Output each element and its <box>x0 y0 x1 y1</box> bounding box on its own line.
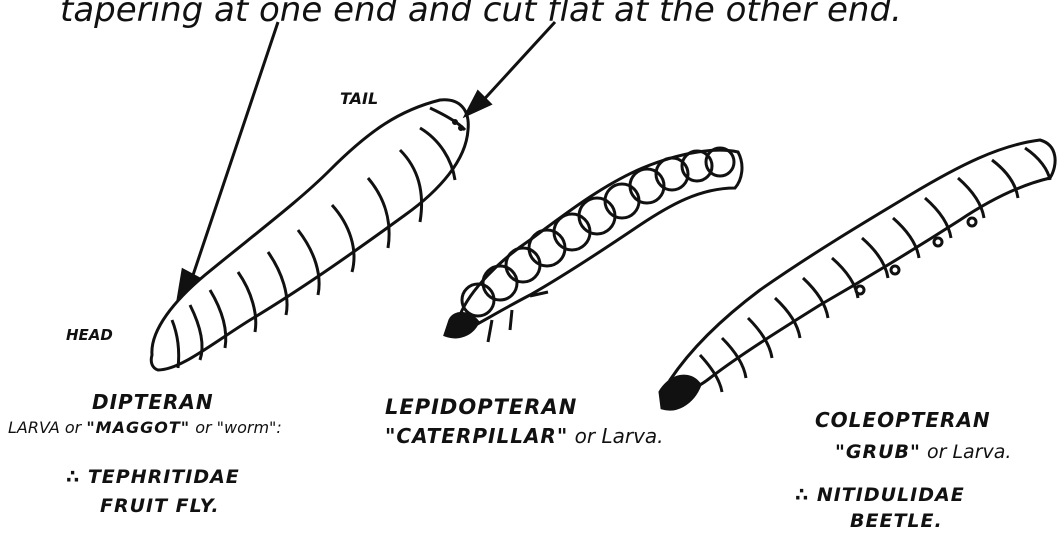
coleopteran-subtitle: "GRUB" or Larva. <box>835 441 1011 463</box>
coleopteran-subtitle-quote: "GRUB" <box>835 441 921 463</box>
coleopteran-subtitle-suffix: or Larva. <box>927 441 1011 463</box>
arrow-icon <box>178 22 278 300</box>
coleopteran-example-line1: ∴ NITIDULIDAE <box>795 484 965 506</box>
lepidopteran-subtitle-quote: "CATERPILLAR" <box>385 424 568 448</box>
dipteran-subtitle-prefix: LARVA or <box>8 418 81 437</box>
grub-drawing <box>660 140 1055 409</box>
head-label: HEAD <box>66 326 113 344</box>
caterpillar-drawing <box>445 148 742 342</box>
maggot-drawing <box>151 100 468 370</box>
dipteran-subtitle-quote1: "MAGGOT" <box>86 418 190 437</box>
lepidopteran-subtitle-suffix: or Larva. <box>575 424 664 448</box>
coleopteran-example-line2: BEETLE. <box>850 510 943 532</box>
dipteran-subtitle-quote2: "worm": <box>217 418 282 437</box>
coleopteran-title: COLEOPTERAN <box>815 408 991 432</box>
dipteran-example-line2: FRUIT FLY. <box>100 495 220 517</box>
tail-label: TAIL <box>340 89 378 108</box>
dipteran-example-line1: ∴ TEPHRITIDAE <box>66 466 240 488</box>
dipteran-subtitle-mid: or <box>195 418 211 437</box>
lepidopteran-subtitle: "CATERPILLAR" or Larva. <box>385 424 664 448</box>
dipteran-title: DIPTERAN <box>92 390 214 414</box>
dipteran-subtitle: LARVA or "MAGGOT" or "worm": <box>8 418 282 437</box>
arrow-icon <box>466 22 555 115</box>
lepidopteran-title: LEPIDOPTERAN <box>385 395 577 419</box>
